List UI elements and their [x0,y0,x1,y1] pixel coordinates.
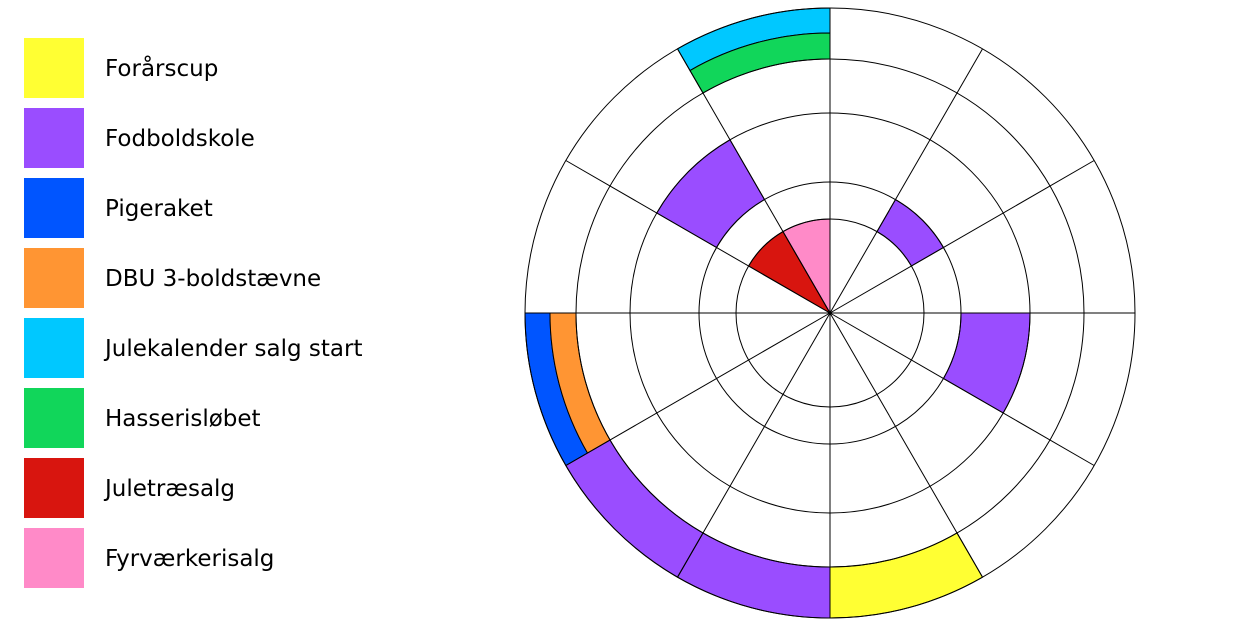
legend-label: Juletræsalg [105,476,236,502]
wheel-spoke [829,48,983,314]
legend-item: DBU 3-boldstævne [24,248,444,308]
wheel-sector-for-rscup [829,532,984,619]
wheel-sector-fodboldskole [565,439,704,578]
legend-swatch [24,178,84,238]
wheel-sector-fodboldskole [656,139,766,249]
legend-swatch [24,528,84,588]
wheel-spoke [829,312,1095,466]
wheel-spoke [565,160,831,314]
legend-swatch [24,248,84,308]
wheel-spoke [677,48,831,314]
wheel-sector-fodboldskole [676,532,831,619]
legend-item: Julekalender salg start [24,318,444,378]
legend-item: Fodboldskole [24,108,444,168]
legend-swatch [24,108,84,168]
legend-swatch [24,38,84,98]
legend-label: Pigeraket [105,196,213,222]
wheel-spoke [565,312,831,466]
wheel-sector-fodboldskole [942,312,1031,414]
legend-item: Fyrværkerisalg [24,528,444,588]
wheel-spoke [677,312,831,578]
legend-label: Forårscup [105,56,219,82]
legend-swatch [24,318,84,378]
legend-swatch [24,388,84,448]
wheel-spoke [829,160,1095,314]
legend-label: DBU 3-boldstævne [105,266,322,292]
wheel-spoke [829,312,983,578]
legend-label: Julekalender salg start [105,336,363,362]
legend-label: Hasserisløbet [105,406,261,432]
legend-item: Hasserisløbet [24,388,444,448]
legend-swatch [24,458,84,518]
legend-item: Juletræsalg [24,458,444,518]
legend-label: Fyrværkerisalg [105,546,275,572]
legend-item: Pigeraket [24,178,444,238]
legend-label: Fodboldskole [105,126,255,152]
legend-item: Forårscup [24,38,444,98]
